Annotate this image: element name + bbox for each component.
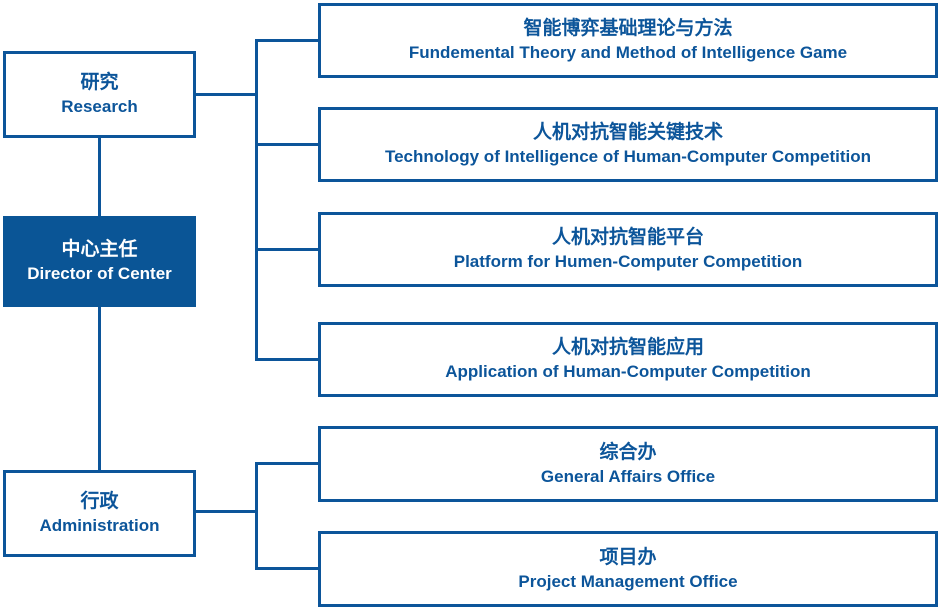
node-dept-4-label-en: Application of Human-Computer Competitio… [445, 362, 811, 381]
node-director-label-en: Director of Center [27, 264, 172, 283]
node-dept-general-affairs-office: 综合办 General Affairs Office [318, 426, 938, 502]
node-dept-5-label-en: General Affairs Office [540, 466, 716, 486]
connector-stub-dept-5 [255, 462, 318, 465]
connector-research-to-director [98, 138, 101, 216]
node-dept-key-technology: 人机对抗智能关键技术 Technology of Intelligence of… [318, 107, 938, 182]
node-director-of-center: 中心主任 Director of Center [3, 216, 196, 307]
connector-research-spine [255, 39, 258, 361]
node-dept-3-label-en: Platform for Humen-Computer Competition [453, 252, 803, 271]
connector-administration-horizontal [196, 510, 256, 513]
node-dept-5-label-zh: 综合办 [599, 441, 657, 463]
node-dept-2-label-zh: 人机对抗智能关键技术 [532, 122, 723, 143]
connector-research-horizontal [196, 93, 256, 96]
node-dept-1-label-zh: 智能博弈基础理论与方法 [523, 18, 733, 39]
node-dept-application: 人机对抗智能应用 Application of Human-Computer C… [318, 322, 938, 397]
node-dept-project-management-office: 项目办 Project Management Office [318, 531, 938, 607]
connector-stub-dept-6 [255, 567, 318, 570]
connector-administration-spine [255, 462, 258, 570]
connector-director-to-administration [98, 307, 101, 470]
node-dept-6-label-zh: 项目办 [599, 546, 657, 568]
connector-stub-dept-2 [255, 143, 318, 146]
connector-stub-dept-1 [255, 39, 318, 42]
connector-stub-dept-3 [255, 248, 318, 251]
node-dept-fundamental-theory: 智能博弈基础理论与方法 Fundemental Theory and Metho… [318, 3, 938, 78]
node-dept-1-label-en: Fundemental Theory and Method of Intelli… [408, 43, 848, 62]
node-director-label-zh: 中心主任 [61, 239, 138, 260]
node-dept-3-label-zh: 人机对抗智能平台 [551, 227, 704, 248]
node-research-label-en: Research [61, 97, 138, 116]
node-dept-4-label-zh: 人机对抗智能应用 [551, 337, 704, 358]
node-research-label-zh: 研究 [80, 72, 119, 93]
node-administration-label-zh: 行政 [80, 491, 119, 512]
node-dept-6-label-en: Project Management Office [518, 571, 738, 591]
node-dept-platform: 人机对抗智能平台 Platform for Humen-Computer Com… [318, 212, 938, 287]
node-administration: 行政 Administration [3, 470, 196, 557]
node-dept-2-label-en: Technology of Intelligence of Human-Comp… [384, 147, 872, 166]
node-research: 研究 Research [3, 51, 196, 138]
node-administration-label-en: Administration [39, 516, 160, 535]
connector-stub-dept-4 [255, 358, 318, 361]
